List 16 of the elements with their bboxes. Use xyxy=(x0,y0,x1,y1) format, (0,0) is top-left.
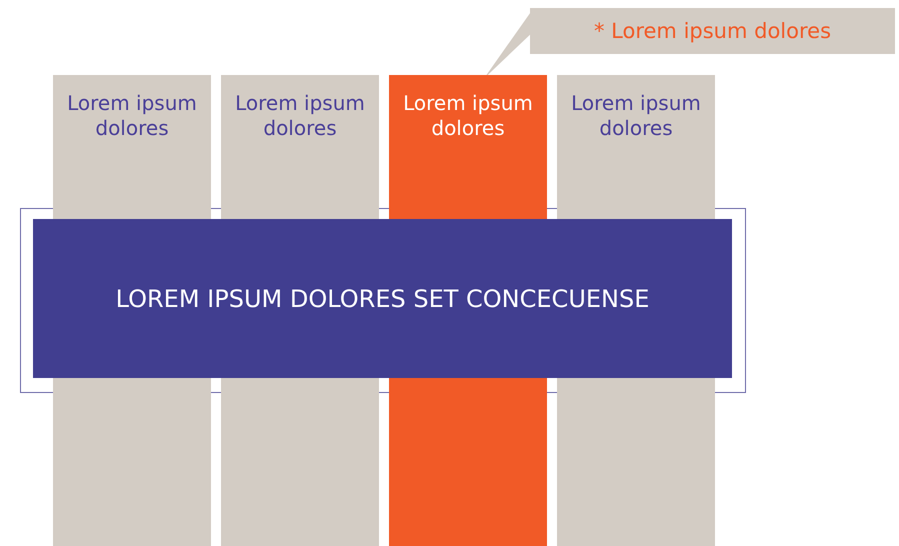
column-bar xyxy=(221,378,379,546)
column-title: Lorem ipsum dolores xyxy=(570,91,702,141)
column-bar xyxy=(557,378,715,546)
highlighted-column-bar xyxy=(389,75,547,219)
highlighted-column-bar xyxy=(389,378,547,546)
banner-title: LOREM IPSUM DOLORES SET CONCECUENSE xyxy=(116,284,650,312)
column-title: Lorem ipsum dolores xyxy=(66,91,198,141)
banner-box xyxy=(33,219,732,378)
column-bar xyxy=(53,75,211,219)
callout-pointer xyxy=(486,12,530,76)
column-bar xyxy=(221,75,379,219)
column-bar xyxy=(557,75,715,219)
callout-text: * Lorem ipsum dolores xyxy=(594,19,832,43)
column-bar xyxy=(53,378,211,546)
column-title: Lorem ipsum dolores xyxy=(234,91,366,141)
column-title: Lorem ipsum dolores xyxy=(402,91,534,141)
